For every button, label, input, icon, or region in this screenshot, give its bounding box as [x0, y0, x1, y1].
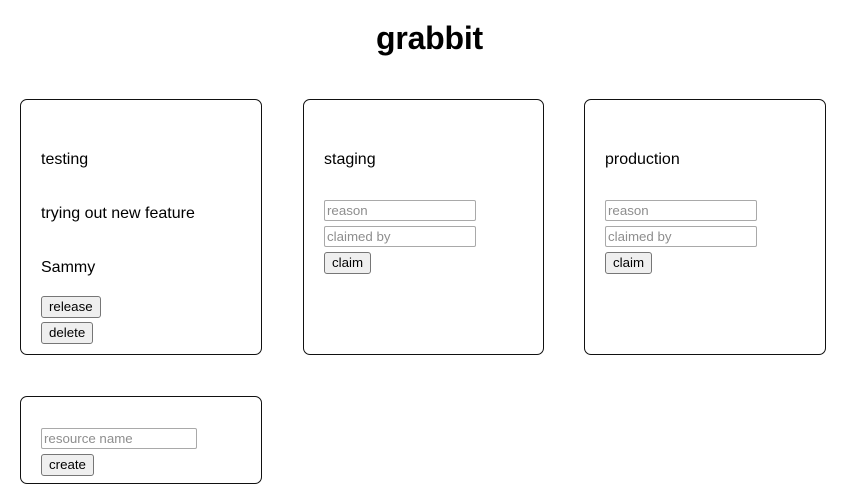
release-button[interactable]: release — [41, 296, 101, 318]
resource-card-production: production claim — [584, 99, 826, 355]
create-form: create — [41, 428, 241, 476]
claim-form: claim — [605, 200, 805, 274]
resource-name: staging — [324, 151, 376, 168]
claimed-by-input[interactable] — [324, 226, 476, 247]
resource-card-body: production claim — [585, 100, 825, 354]
resource-claimed-by: Sammy — [41, 259, 96, 276]
resource-reason: trying out new feature — [41, 205, 195, 222]
create-resource-card-body: create — [21, 397, 261, 483]
resource-actions: release delete — [41, 296, 241, 344]
reason-input[interactable] — [605, 200, 757, 221]
claim-button[interactable]: claim — [605, 252, 653, 274]
reason-input[interactable] — [324, 200, 476, 221]
resource-card-staging: staging claim — [303, 99, 544, 355]
create-button[interactable]: create — [41, 454, 94, 476]
resource-name: testing — [41, 151, 89, 168]
resource-card-body: testing trying out new feature Sammy rel… — [21, 100, 261, 354]
page-title: grabbit — [375, 20, 484, 56]
claim-button[interactable]: claim — [324, 252, 372, 274]
resource-card-testing: testing trying out new feature Sammy rel… — [20, 99, 262, 355]
resource-name: production — [605, 151, 680, 168]
delete-button[interactable]: delete — [41, 322, 94, 344]
resource-name-input[interactable] — [41, 428, 197, 449]
resource-card-body: staging claim — [304, 100, 543, 354]
create-resource-card: create — [20, 396, 262, 484]
claimed-by-input[interactable] — [605, 226, 757, 247]
claim-form: claim — [324, 200, 523, 274]
